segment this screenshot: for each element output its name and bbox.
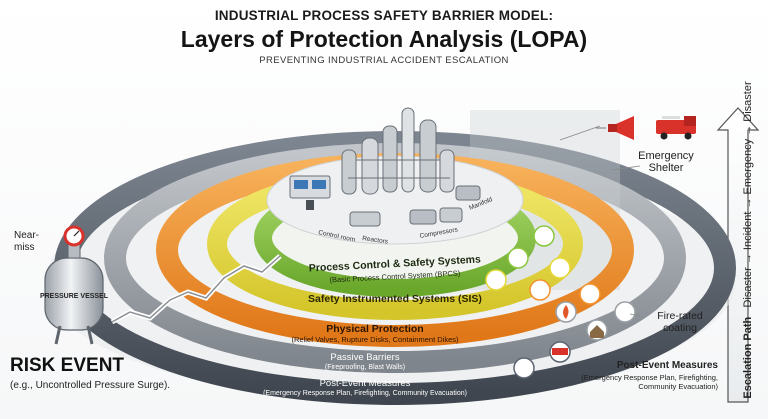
layer-3-detail: (Relief Valves, Rupture Disks, Containme… [291,335,459,344]
process-plant-core: Control room Reactors Compressors Manifo… [266,107,524,246]
compressors-icon [349,185,481,227]
top-title: INDUSTRIAL PROCESS SAFETY BARRIER MODEL: [214,8,554,23]
layer-3-name: Physical Protection [326,323,423,335]
control-room-icon [289,175,331,210]
risk-event-detail: (e.g., Uncontrolled Pressure Surge). [10,380,171,391]
escalation-title: Escalation Path [742,316,754,399]
risk-event-title: RISK EVENT [10,355,125,376]
subtitle: PREVENTING INDUSTRIAL ACCIDENT ESCALATIO… [259,55,509,66]
vessel-label: PRESSURE VESSEL [40,293,109,300]
escalation-label: Escalation Path Disaster → Incident → Em… [742,81,754,398]
near-miss-label: Near-miss [14,230,40,253]
valve-icon [549,257,571,279]
main-title: Layers of Protection Analysis (LOPA) [180,26,588,52]
alarm-horn-icon [596,116,634,140]
reactor-columns-icon [341,107,455,195]
layer-5-detail: (Emergency Response Plan, Firefighting, … [263,390,467,397]
pressure-vessel-icon: PRESSURE VESSEL [40,225,109,345]
emergency-shelter-label: Emergency Shelter [638,150,694,174]
layer-5-name: Post-Event Measures [320,378,411,389]
ring-icons [485,225,636,379]
wrench-icon [485,269,507,291]
core-label-reactors: Reactors [362,235,389,246]
fire-truck-icon [656,116,696,140]
post-event-callout-title: Post-Event Measures [616,360,718,371]
shield-icon [529,279,551,301]
network-icon [533,225,555,247]
flow-icon [507,247,529,269]
layer-4-detail: (Fireproofing, Blast Walls) [325,364,405,371]
layer-4-name: Passive Barriers [330,352,399,363]
layer-2-name: Safety Instrumented Systems (SIS) [308,293,482,305]
escalation-arrow [716,107,760,403]
escalation-path: Disaster → Incident → Emergency → Disast… [742,81,754,308]
post-event-callout-detail: (Emergency Response Plan, Firefighting, … [581,373,718,391]
fire-rated-label: Fire-rated coating [657,310,703,334]
